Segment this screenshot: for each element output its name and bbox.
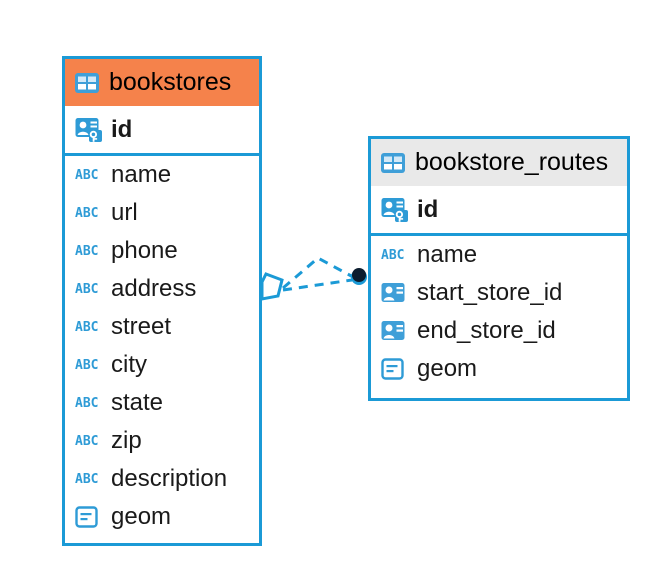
foreign-key-icon: [381, 282, 409, 304]
field-row-start-store-id[interactable]: start_store_id: [371, 274, 627, 312]
entity-header-bookstores[interactable]: bookstores: [65, 59, 259, 106]
text-type-icon: ABC: [75, 243, 99, 259]
field-label: name: [417, 241, 478, 268]
entity-bookstores[interactable]: bookstores id: [62, 56, 262, 546]
field-row-street[interactable]: ABC street: [65, 308, 259, 346]
field-label: id: [417, 195, 439, 223]
geometry-type-icon: [75, 505, 103, 529]
field-label: address: [111, 275, 197, 302]
table-icon: [74, 72, 100, 94]
text-type-icon: ABC: [75, 281, 99, 297]
field-row-geom[interactable]: geom: [65, 498, 259, 536]
primary-key-icon: [75, 117, 103, 143]
field-label: start_store_id: [417, 279, 563, 306]
field-row-primary-key[interactable]: id: [65, 106, 259, 153]
field-row-state[interactable]: ABC state: [65, 384, 259, 422]
field-label: description: [111, 465, 228, 492]
field-row-primary-key[interactable]: id: [371, 186, 627, 233]
text-type-icon: ABC: [75, 471, 99, 487]
entity-title: bookstore_routes: [415, 148, 609, 176]
entity-header-bookstore-routes[interactable]: bookstore_routes: [371, 139, 627, 186]
text-type-icon: ABC: [75, 433, 99, 449]
relationship-line-lower: [282, 278, 353, 292]
field-label: geom: [111, 503, 172, 530]
field-row-name[interactable]: ABC name: [371, 236, 627, 274]
field-label: zip: [111, 427, 142, 454]
field-label: id: [111, 115, 133, 143]
field-row-end-store-id[interactable]: end_store_id: [371, 312, 627, 350]
table-icon: [380, 152, 406, 174]
text-type-icon: ABC: [75, 167, 99, 183]
field-row-phone[interactable]: ABC phone: [65, 232, 259, 270]
field-row-address[interactable]: ABC address: [65, 270, 259, 308]
fields-section-bookstores: ABC name ABC url ABC phone ABC address A…: [65, 156, 259, 536]
fields-section-bookstore-routes: ABC name start_store_id: [371, 236, 627, 388]
text-type-icon: ABC: [75, 319, 99, 335]
entity-title: bookstores: [109, 68, 232, 96]
field-label: name: [111, 161, 172, 188]
geometry-type-icon: [381, 357, 409, 381]
field-label: street: [111, 313, 172, 340]
filled-circle-marker-ring: [351, 269, 367, 285]
relationship-line-upper: [282, 256, 356, 290]
primary-key-section-bookstore-routes: id: [371, 186, 627, 236]
text-type-icon: ABC: [75, 395, 99, 411]
foreign-key-icon: [381, 320, 409, 342]
text-type-icon: ABC: [75, 357, 99, 373]
polygon-marker: [260, 272, 284, 301]
field-row-name[interactable]: ABC name: [65, 156, 259, 194]
text-type-icon: ABC: [75, 205, 99, 221]
field-label: url: [111, 199, 138, 226]
field-row-geom[interactable]: geom: [371, 350, 627, 388]
entity-bookstore-routes[interactable]: bookstore_routes: [368, 136, 630, 401]
field-row-city[interactable]: ABC city: [65, 346, 259, 384]
field-label: state: [111, 389, 164, 416]
field-label: city: [111, 351, 147, 378]
text-type-icon: ABC: [381, 247, 405, 263]
primary-key-section-bookstores: id: [65, 106, 259, 156]
field-label: phone: [111, 237, 178, 264]
primary-key-icon: [381, 197, 409, 223]
field-row-url[interactable]: ABC url: [65, 194, 259, 232]
field-label: end_store_id: [417, 317, 556, 344]
field-label: geom: [417, 355, 478, 382]
field-row-description[interactable]: ABC description: [65, 460, 259, 498]
field-row-zip[interactable]: ABC zip: [65, 422, 259, 460]
filled-circle-marker: [352, 268, 366, 282]
